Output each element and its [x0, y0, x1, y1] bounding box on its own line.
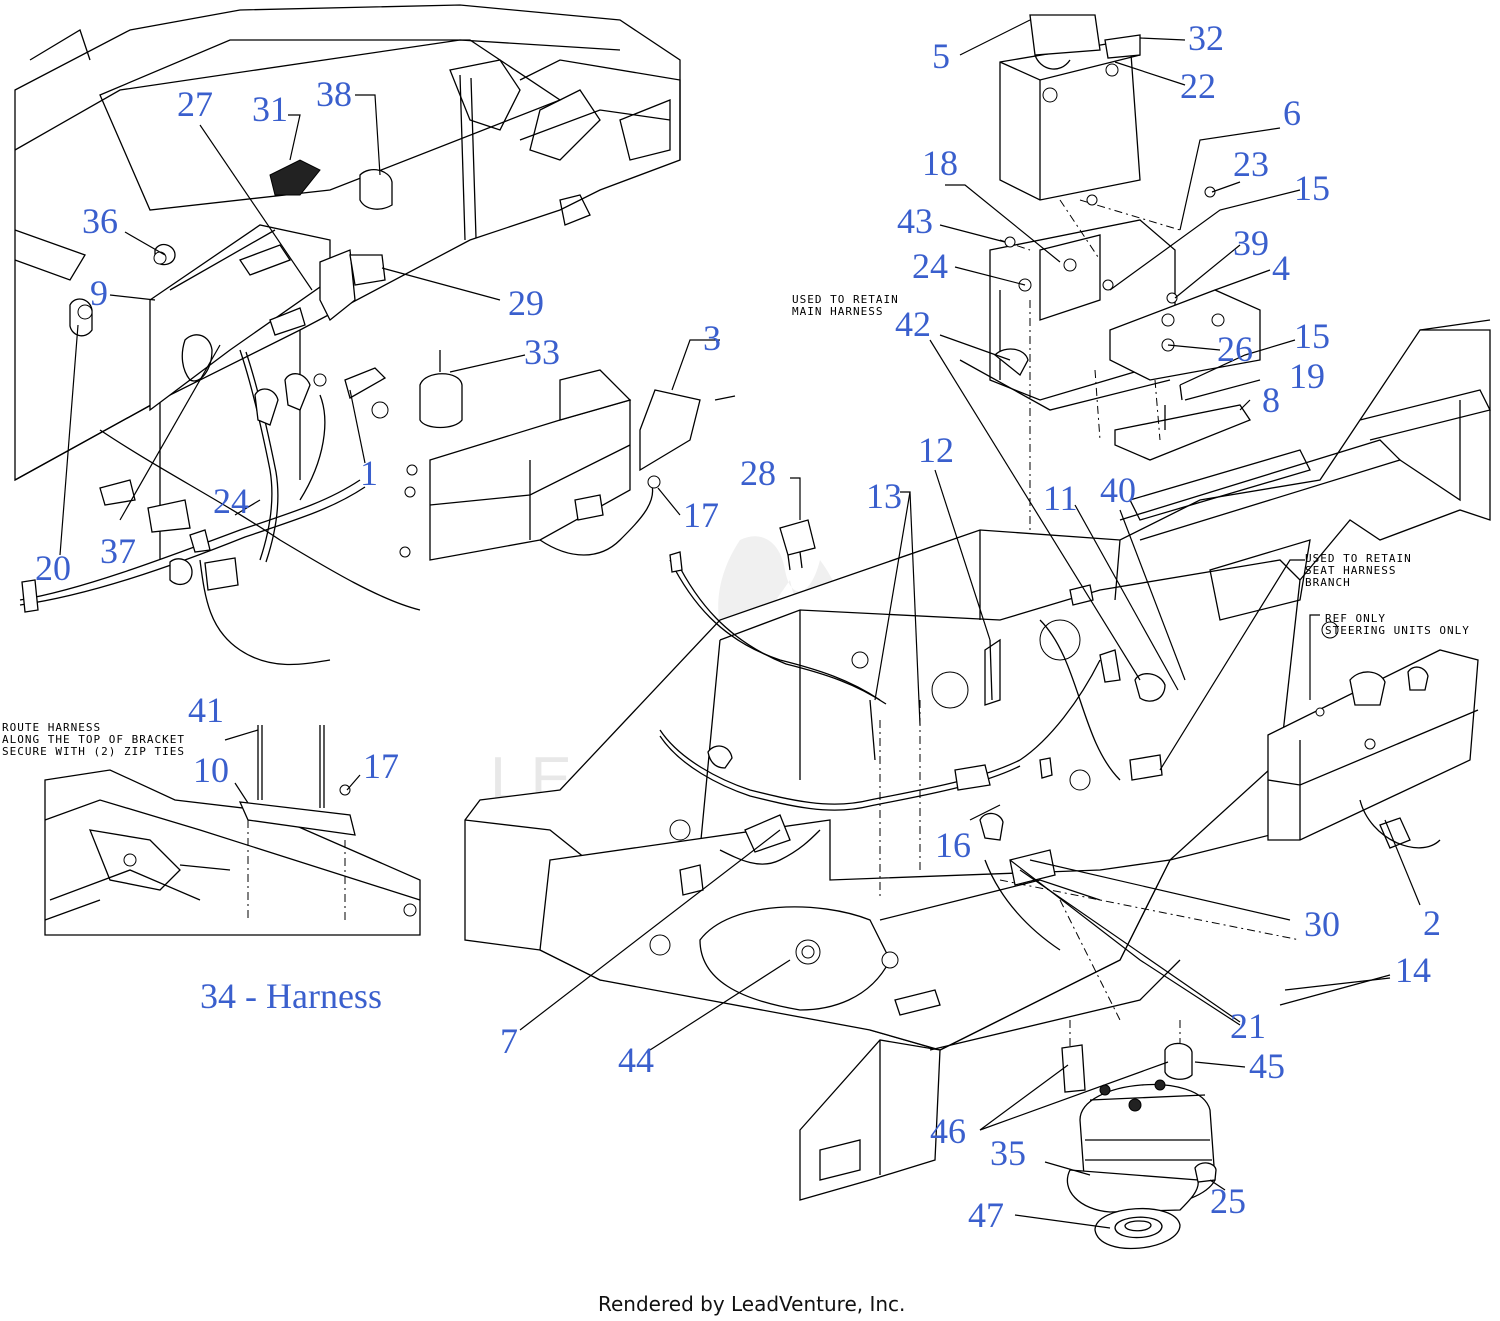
- note-route-harness: ROUTE HARNESS ALONG THE TOP OF BRACKET S…: [2, 721, 185, 758]
- note-steering: REF ONLY STEERING UNITS ONLY: [1325, 612, 1470, 637]
- callout-22: 22: [1180, 66, 1216, 106]
- render-credit: Rendered by LeadVenture, Inc.: [598, 1292, 905, 1316]
- callout-40: 40: [1100, 470, 1136, 510]
- dash-frame-assembly: [14, 4, 681, 666]
- note-main-harness-line-1: USED TO RETAIN: [792, 293, 899, 306]
- callout-12: 12: [918, 430, 954, 470]
- callout-13: 13: [866, 476, 902, 516]
- callout-16: 16: [935, 825, 971, 865]
- callout-28: 28: [740, 453, 776, 493]
- control-box-assembly: [399, 369, 736, 561]
- callout-42: 42: [895, 304, 931, 344]
- callout-31: 31: [252, 89, 288, 129]
- note-seat-harness-line-1: USED TO RETAIN: [1305, 552, 1412, 565]
- callout-8: 8: [1262, 380, 1280, 420]
- callout-46: 46: [930, 1111, 966, 1151]
- callout-9: 9: [90, 273, 108, 313]
- callout-30: 30: [1304, 904, 1340, 944]
- callout-7: 7: [500, 1021, 518, 1061]
- note-route-line-1: ROUTE HARNESS: [2, 721, 101, 734]
- note-seat-harness-line-2: SEAT HARNESS: [1305, 564, 1396, 577]
- harness-inset: [44, 725, 421, 936]
- callout-10: 10: [193, 750, 229, 790]
- callout-36: 36: [82, 201, 118, 241]
- callout-39: 39: [1233, 223, 1269, 263]
- callout-24-harness: 24: [213, 481, 249, 521]
- main-chassis: [464, 319, 1491, 1201]
- note-steering-line-2: STEERING UNITS ONLY: [1325, 624, 1470, 637]
- callout-24-battery: 24: [912, 246, 948, 286]
- callout-17-main: 17: [683, 495, 719, 535]
- callout-29: 29: [508, 283, 544, 323]
- callout-43: 43: [897, 201, 933, 241]
- callout-19: 19: [1289, 356, 1325, 396]
- callout-20: 20: [35, 548, 71, 588]
- callout-6: 6: [1283, 93, 1301, 133]
- callout-17-inset: 17: [363, 746, 399, 786]
- callout-25: 25: [1210, 1181, 1246, 1221]
- callout-27: 27: [177, 84, 213, 124]
- inset-title: 34 - Harness: [200, 976, 382, 1016]
- callout-11: 11: [1043, 478, 1078, 518]
- callout-18: 18: [922, 143, 958, 183]
- battery-assembly: [959, 14, 1261, 680]
- note-main-harness-line-2: MAIN HARNESS: [792, 305, 883, 318]
- callout-3: 3: [703, 318, 721, 358]
- note-seat-harness-line-3: BRANCH: [1305, 576, 1351, 589]
- callout-37: 37: [100, 531, 136, 571]
- callout-38: 38: [316, 74, 352, 114]
- callout-23: 23: [1233, 144, 1269, 184]
- note-main-harness: USED TO RETAIN MAIN HARNESS: [792, 293, 899, 318]
- callout-1: 1: [360, 453, 378, 493]
- callout-41: 41: [188, 690, 224, 730]
- callout-26: 26: [1217, 329, 1253, 369]
- callout-45: 45: [1249, 1046, 1285, 1086]
- callout-44: 44: [618, 1040, 654, 1080]
- leader-lines: [59, 19, 1421, 1229]
- alternator-assembly: [1061, 1042, 1217, 1250]
- callout-35: 35: [990, 1133, 1026, 1173]
- callout-15-lower: 15: [1294, 316, 1330, 356]
- note-steering-line-1: REF ONLY: [1325, 612, 1386, 625]
- callout-14: 14: [1395, 950, 1431, 990]
- switch-28: [779, 519, 816, 571]
- callout-15-upper: 15: [1294, 168, 1330, 208]
- callout-33: 33: [524, 332, 560, 372]
- callout-5: 5: [932, 36, 950, 76]
- callout-47: 47: [968, 1195, 1004, 1235]
- callouts: 1 2 3 4 5 6 7 8 9 10 11 12 13 14 15 15 1…: [35, 18, 1441, 1235]
- callout-4: 4: [1272, 248, 1290, 288]
- note-route-line-3: SECURE WITH (2) ZIP TIES: [2, 745, 185, 758]
- note-seat-harness: USED TO RETAIN SEAT HARNESS BRANCH: [1305, 552, 1412, 589]
- note-route-line-2: ALONG THE TOP OF BRACKET: [2, 733, 185, 746]
- callout-2: 2: [1423, 903, 1441, 943]
- callout-32: 32: [1188, 18, 1224, 58]
- callout-21: 21: [1230, 1006, 1266, 1046]
